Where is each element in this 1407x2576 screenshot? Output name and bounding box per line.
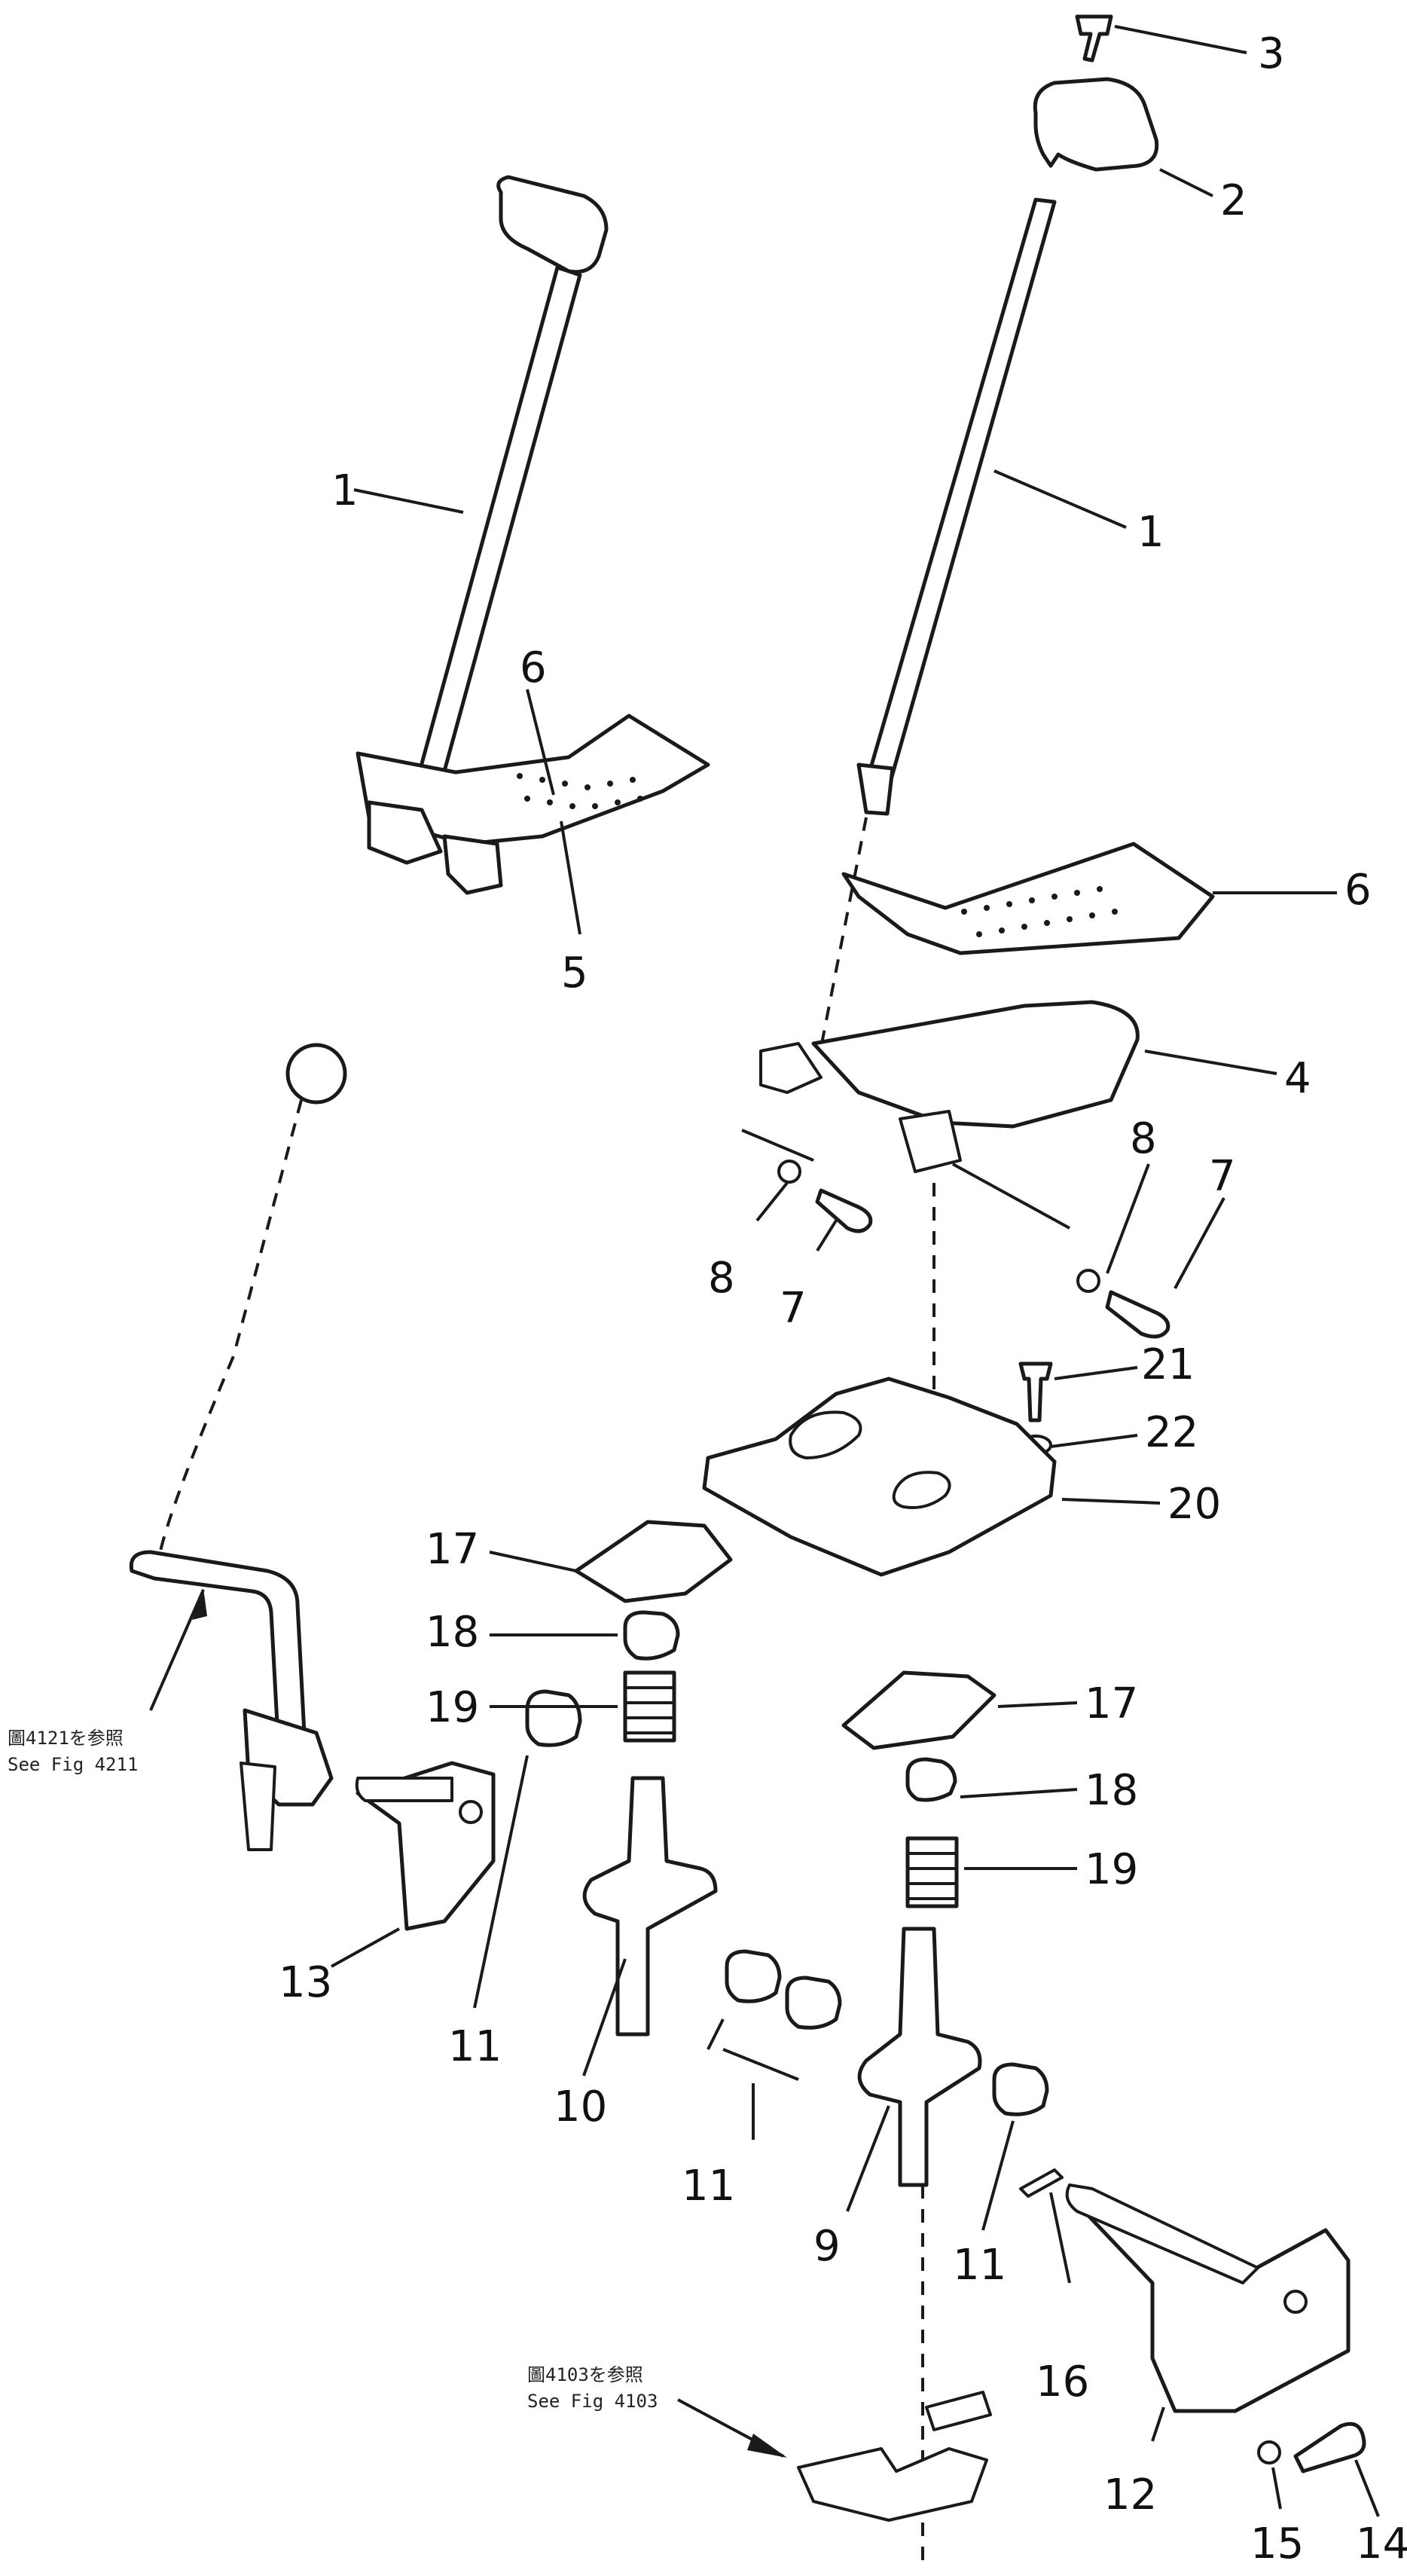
callout-16: 16 (1036, 2358, 1089, 2406)
cap-17-right (841, 1670, 996, 1750)
callout-20: 20 (1167, 1480, 1221, 1529)
washer-8-left (777, 1160, 801, 1184)
callout-2: 2 (1220, 176, 1247, 225)
left-lever-foot (442, 834, 503, 895)
callout-4: 4 (1284, 1054, 1311, 1103)
callout-17-right: 17 (1085, 1679, 1138, 1728)
bolt-21 (1018, 1361, 1053, 1422)
bracket-12-hole (1283, 2290, 1308, 2314)
callout-18-left: 18 (426, 1608, 479, 1657)
callout-13: 13 (279, 1958, 332, 2007)
bushing-11-b (725, 1949, 782, 2003)
shift-lever (129, 1043, 347, 1851)
pin-16 (1019, 2168, 1064, 2198)
callout-7-right: 7 (1209, 1152, 1236, 1201)
callout-17-left: 17 (426, 1525, 479, 1574)
callout-7-left: 7 (780, 1284, 807, 1333)
spring-19-left-coils (625, 1686, 674, 1734)
leader-see-fig-4211 (149, 1589, 205, 1711)
bushing-11-c (785, 1976, 842, 2030)
washer-15 (1257, 2440, 1281, 2464)
plate-6-right (841, 842, 1215, 955)
cover-20-slot-front (789, 1410, 862, 1459)
arrowhead-upper (192, 1588, 207, 1620)
ref-note-lower-line2: See Fig 4103 (527, 2391, 658, 2412)
bolt-14 (1293, 2422, 1366, 2474)
cover-20 (702, 1377, 1057, 1577)
spring-19-left (623, 1670, 676, 1743)
lower-shaft-assembly (355, 1520, 1366, 2569)
washer-8-right (1076, 1269, 1100, 1293)
bracket-13-hole (459, 1800, 483, 1824)
arrowhead-lower (747, 2434, 787, 2458)
cap-17-left (574, 1520, 733, 1603)
leader-plate-4-right-link (952, 1163, 1070, 1230)
shift-lever-ball-knob (285, 1043, 347, 1105)
lower-linkage-stub (925, 2391, 992, 2431)
callout-12: 12 (1103, 2471, 1157, 2519)
callout-leaders (331, 25, 1380, 2517)
right-rod-axis (819, 817, 868, 1048)
plate-4-hinge-right (899, 1110, 962, 1173)
callout-21: 21 (1141, 1340, 1195, 1389)
ref-note-upper-line2: See Fig 4211 (8, 1754, 138, 1775)
callout-11-b: 11 (682, 2162, 735, 2211)
lever-rod-right (864, 197, 1057, 790)
shift-lever-rod-upper (156, 1099, 303, 1575)
lower-linkage (797, 2447, 988, 2522)
bracket-13 (356, 1761, 496, 1931)
callout-14: 14 (1356, 2519, 1407, 2568)
leader-plate-4-left-link (741, 1129, 814, 1162)
ref-note-lower-line1: 圖4103を参照 (527, 2364, 643, 2385)
callout-9: 9 (813, 2222, 841, 2271)
spring-19-right-coils (908, 1852, 957, 1900)
callout-11-c: 11 (953, 2241, 1006, 2290)
plate-4-hinge-left (759, 1042, 823, 1094)
callout-6-right: 6 (1344, 866, 1372, 915)
callout-numbers: 3 2 1 1 6 5 6 4 8 7 8 7 21 22 20 17 18 1… (279, 29, 1407, 2568)
callout-1-left: 1 (331, 466, 359, 515)
plate-4 (811, 1000, 1140, 1129)
callout-5: 5 (561, 949, 588, 998)
callout-19-right: 19 (1085, 1845, 1138, 1894)
ref-note-upper-line1: 圖4121を参照 (8, 1728, 124, 1749)
left-lever-assembly (356, 175, 710, 895)
spring-19-right (905, 1836, 959, 1908)
shaft-10 (582, 1776, 718, 2037)
callout-11-a: 11 (448, 2022, 502, 2071)
cover-20-slot-rear (892, 1471, 951, 1509)
callout-1-right: 1 (1137, 508, 1164, 557)
left-lever-rod (412, 265, 582, 801)
knob-2 (1033, 77, 1159, 172)
callout-3: 3 (1258, 29, 1285, 78)
left-lever-bracket (367, 800, 443, 865)
bushing-11-a (525, 1689, 582, 1747)
bolt-7-left (815, 1188, 873, 1233)
bracket-12 (1075, 2202, 1351, 2413)
callout-6-left: 6 (520, 643, 547, 692)
callout-8-left: 8 (708, 1254, 735, 1303)
callout-18-right: 18 (1085, 1766, 1138, 1815)
cap-18-left (623, 1610, 680, 1661)
callout-10: 10 (554, 2082, 607, 2131)
left-lever-plate-holes (517, 773, 643, 809)
left-lever-knob (496, 175, 609, 274)
bushing-11-d (992, 2062, 1049, 2116)
callout-15: 15 (1250, 2519, 1304, 2568)
cap-18-right (905, 1757, 957, 1802)
bolt-3 (1075, 14, 1113, 63)
plate-6-right-holes (961, 886, 1118, 937)
bracket-12-rod (1065, 2183, 1259, 2284)
right-lever-assembly (702, 14, 1215, 1577)
bracket-13-pin (355, 1777, 453, 1802)
bolt-7-right (1105, 1290, 1170, 1339)
lever-rod-right-end (856, 762, 895, 816)
callout-22: 22 (1145, 1408, 1198, 1457)
shaft-9 (857, 1927, 982, 2187)
callout-19-left: 19 (426, 1683, 479, 1732)
callout-8-right: 8 (1130, 1114, 1157, 1163)
shift-lever-bottom (240, 1762, 276, 1851)
reference-notes: 圖4121を参照 See Fig 4211 圖4103を参照 See Fig 4… (8, 1728, 658, 2412)
